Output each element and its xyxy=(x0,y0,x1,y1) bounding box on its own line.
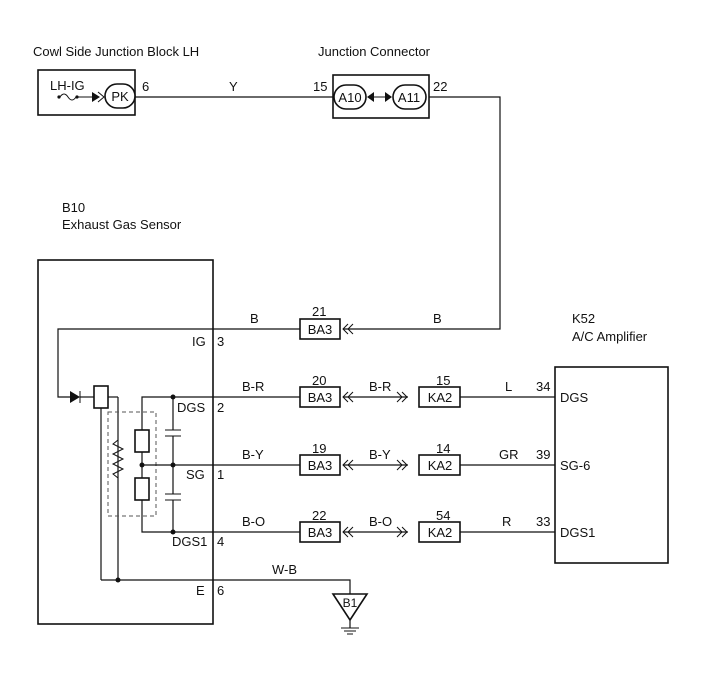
ig-ba-connector xyxy=(299,318,341,340)
amplifier-box xyxy=(554,366,669,564)
connector-a10 xyxy=(333,84,367,110)
junction-connector-left-pin: 15 xyxy=(313,79,327,94)
wire-wb xyxy=(101,579,351,594)
signal-line-dgs: B-R 20 BA3 B-R 15 KA2 L xyxy=(213,373,555,408)
amplifier-code: K52 xyxy=(572,311,595,326)
ig-ba-pin: 21 xyxy=(312,304,326,319)
sensor-term-ig: IG xyxy=(192,334,206,349)
junction-connector-title: Junction Connector xyxy=(318,44,431,59)
ig-ba-label: BA3 xyxy=(308,322,333,337)
connector-a10-label: A10 xyxy=(338,90,361,105)
sensor-name: Exhaust Gas Sensor xyxy=(62,217,182,232)
ka-pin-15: 15 xyxy=(436,373,450,388)
connector-a11-label: A11 xyxy=(398,90,420,105)
junction-block-pin: 6 xyxy=(142,79,149,94)
diode-icon xyxy=(70,391,80,403)
junction-block-title: Cowl Side Junction Block LH xyxy=(33,44,199,59)
ka2-dgs1: KA2 xyxy=(428,525,453,540)
wire-by-right: B-Y xyxy=(369,447,391,462)
amp-term-sg6: SG-6 xyxy=(560,458,590,473)
amp-pin-33: 33 xyxy=(536,514,550,529)
wire-l: L xyxy=(505,379,512,394)
sensor-pin-6: 6 xyxy=(217,583,224,598)
sensor-pin-1: 1 xyxy=(217,467,224,482)
sensor-cell-2 xyxy=(134,477,150,501)
amp-pin-39: 39 xyxy=(536,447,550,462)
sensor-box xyxy=(37,259,214,625)
ka2-sg: KA2 xyxy=(428,458,453,473)
sensor-code: B10 xyxy=(62,200,85,215)
sensing-cell-box xyxy=(107,411,157,517)
wire-by-left: B-Y xyxy=(242,447,264,462)
ba-pin-19: 19 xyxy=(312,441,326,456)
ba3-dgs1: BA3 xyxy=(308,525,333,540)
resistor-icon xyxy=(111,430,125,490)
sensor-pin-3: 3 xyxy=(217,334,224,349)
amp-term-dgs1: DGS1 xyxy=(560,525,595,540)
ground-icon xyxy=(341,627,359,635)
sensor-pin-4: 4 xyxy=(217,534,224,549)
fuse-icon xyxy=(59,93,77,101)
ig-wire-right-label: B xyxy=(433,311,442,326)
signal-line-dgs1: B-O 22 BA3 B-O 54 KA2 R xyxy=(213,508,555,543)
ka-pin-54: 54 xyxy=(436,508,450,523)
junction-connector-right-pin: 22 xyxy=(433,79,447,94)
connector-pk xyxy=(104,83,136,109)
wire-r: R xyxy=(502,514,511,529)
wire-y-label: Y xyxy=(229,79,238,94)
sensor-term-sg: SG xyxy=(186,467,205,482)
amp-pin-34: 34 xyxy=(536,379,550,394)
fuse-label: LH-IG xyxy=(50,78,85,93)
wire-gr: GR xyxy=(499,447,519,462)
amp-term-dgs: DGS xyxy=(560,390,589,405)
signal-line-sg: B-Y 19 BA3 B-Y 14 KA2 GR xyxy=(213,441,555,476)
heater-element xyxy=(93,385,109,409)
sensor-term-dgs: DGS xyxy=(177,400,206,415)
ground-wire-label: W-B xyxy=(272,562,297,577)
wire-br-right: B-R xyxy=(369,379,391,394)
amplifier-name: A/C Amplifier xyxy=(572,329,648,344)
wire-bo-left: B-O xyxy=(242,514,265,529)
sensor-cell-1 xyxy=(134,429,150,453)
ground-connector xyxy=(331,593,369,622)
ig-wire-left-label: B xyxy=(250,311,259,326)
sensor-term-dgs1: DGS1 xyxy=(172,534,207,549)
ba3-sg: BA3 xyxy=(308,458,333,473)
ground-label: B1 xyxy=(343,596,358,610)
ka-pin-14: 14 xyxy=(436,441,450,456)
ba3-dgs: BA3 xyxy=(308,390,333,405)
connector-pk-label: PK xyxy=(111,89,129,104)
sensor-pin-2: 2 xyxy=(217,400,224,415)
ba-pin-20: 20 xyxy=(312,373,326,388)
wire-bo-right: B-O xyxy=(369,514,392,529)
ig-internal-wire xyxy=(57,328,213,398)
wire-br-left: B-R xyxy=(242,379,264,394)
arrow-icon xyxy=(92,92,100,102)
wire-b-right xyxy=(343,96,501,330)
ba-pin-22: 22 xyxy=(312,508,326,523)
connector-a11 xyxy=(392,84,427,110)
ka2-dgs: KA2 xyxy=(428,390,453,405)
sensor-term-e: E xyxy=(196,583,205,598)
